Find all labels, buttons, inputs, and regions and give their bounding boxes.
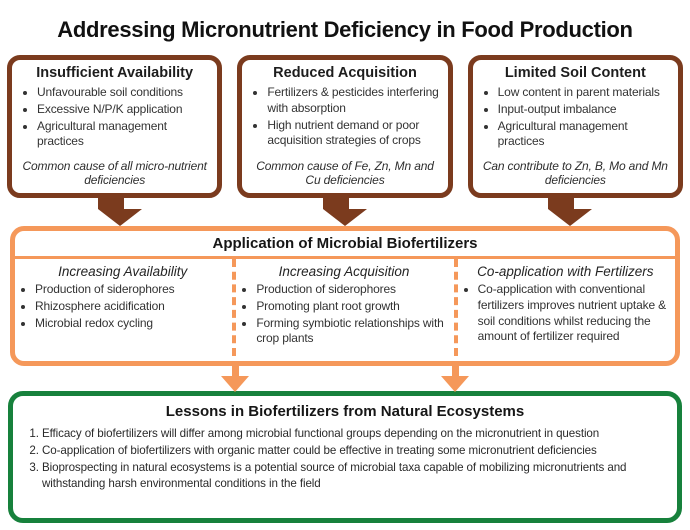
lesson-item: Efficacy of biofertilizers will differ a… <box>42 426 667 443</box>
cause-box-title: Reduced Acquisition <box>273 65 417 81</box>
cause-box-bullet-list: Unfavourable soil conditions Excessive N… <box>19 85 210 159</box>
cause-box-title: Insufficient Availability <box>36 65 194 81</box>
down-arrow-icon <box>441 363 469 392</box>
bullet-item: Production of siderophores <box>35 282 225 298</box>
lessons-title: Lessons in Biofertilizers from Natural E… <box>165 403 525 420</box>
application-col-bullet-list: Production of siderophores Rhizosphere a… <box>20 282 225 331</box>
bullet-item: Forming symbiotic relationships with cro… <box>256 316 446 348</box>
down-arrow-icon <box>221 363 249 392</box>
cause-box-reduced-acquisition: Reduced Acquisition Fertilizers & pestic… <box>237 55 453 198</box>
application-col-bullet-list: Co-application with conventional fertili… <box>463 282 668 345</box>
cause-box-bullet-list: Low content in parent materials Input-ou… <box>480 85 671 159</box>
bullet-item: Unfavourable soil conditions <box>37 85 210 101</box>
application-col-title: Increasing Acquisition <box>278 264 410 279</box>
cause-box-note: Common cause of all micro-nutrient defic… <box>22 158 207 188</box>
lesson-item: Co-application of biofertilizers with or… <box>42 443 667 460</box>
cause-box-bullet-list: Fertilizers & pesticides interfering wit… <box>249 85 440 159</box>
bullet-item: Promoting plant root growth <box>256 299 446 315</box>
lesson-item: Bioprospecting in natural ecosystems is … <box>42 460 667 494</box>
cause-box-note: Can contribute to Zn, B, Mo and Mn defic… <box>482 158 668 188</box>
bullet-item: Agricultural management practices <box>498 119 671 151</box>
cause-box-insufficient-availability: Insufficient Availability Unfavourable s… <box>7 55 223 198</box>
cause-box-limited-soil-content: Limited Soil Content Low content in pare… <box>467 55 683 198</box>
application-col-increasing-acquisition: Increasing Acquisition Production of sid… <box>232 259 453 356</box>
lessons-list: Efficacy of biofertilizers will differ a… <box>23 426 667 493</box>
application-columns: Increasing Availability Production of si… <box>15 259 675 356</box>
lessons-box: Lessons in Biofertilizers from Natural E… <box>8 391 682 523</box>
bullet-item: Input-output imbalance <box>498 102 671 118</box>
application-col-increasing-availability: Increasing Availability Production of si… <box>15 259 232 356</box>
cause-boxes-row: Insufficient Availability Unfavourable s… <box>0 55 690 198</box>
application-col-title: Increasing Availability <box>58 264 188 279</box>
cause-box-title: Limited Soil Content <box>504 65 646 81</box>
application-box: Application of Microbial Biofertilizers … <box>10 226 680 366</box>
cause-box-note: Common cause of Fe, Zn, Mn and Cu defici… <box>256 158 434 188</box>
bullet-item: Production of siderophores <box>256 282 446 298</box>
bullet-item: Microbial redox cycling <box>35 316 225 332</box>
application-title: Application of Microbial Biofertilizers <box>15 231 675 259</box>
application-col-bullet-list: Production of siderophores Promoting pla… <box>241 282 446 347</box>
bullet-item: Excessive N/P/K application <box>37 102 210 118</box>
application-col-coapplication-fertilizers: Co-application with Fertilizers Co-appli… <box>453 259 675 356</box>
down-arrow-icon <box>322 198 367 226</box>
bullet-item: Low content in parent materials <box>498 85 671 101</box>
bullet-item: Co-application with conventional fertili… <box>478 282 668 345</box>
down-arrow-icon <box>548 198 593 226</box>
bullet-item: High nutrient demand or poor acquisition… <box>267 118 440 150</box>
bullet-item: Agricultural management practices <box>37 119 210 151</box>
application-col-title: Co-application with Fertilizers <box>477 264 654 279</box>
page-title: Addressing Micronutrient Deficiency in F… <box>57 17 633 42</box>
bullet-item: Rhizosphere acidification <box>35 299 225 315</box>
cause-arrows-row <box>0 198 690 226</box>
down-arrow-icon <box>97 198 142 226</box>
bullet-item: Fertilizers & pesticides interfering wit… <box>267 85 440 117</box>
